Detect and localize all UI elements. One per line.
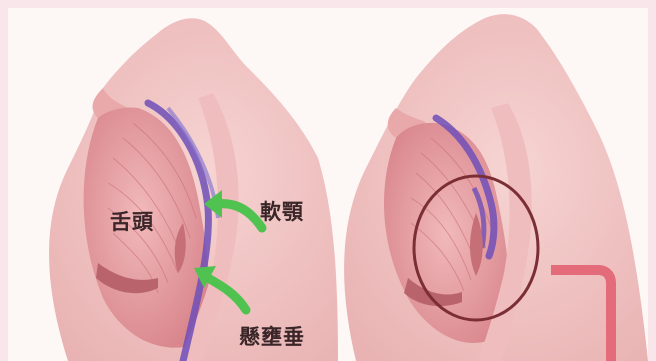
- normal-airway-panel: 舌頭 軟顎 懸壅垂: [8, 8, 338, 361]
- normal-airway-illustration: [8, 8, 338, 361]
- tongue-label: 舌頭: [110, 206, 154, 236]
- obstructed-airway-illustration: [326, 8, 648, 361]
- illustration: 舌頭 軟顎 懸壅垂: [8, 8, 648, 361]
- obstructed-airway-panel: [326, 8, 648, 361]
- soft-palate-label: 軟顎: [260, 196, 304, 226]
- green-curved-arrow-icon: [188, 258, 258, 318]
- uvula-label: 懸壅垂: [239, 321, 305, 351]
